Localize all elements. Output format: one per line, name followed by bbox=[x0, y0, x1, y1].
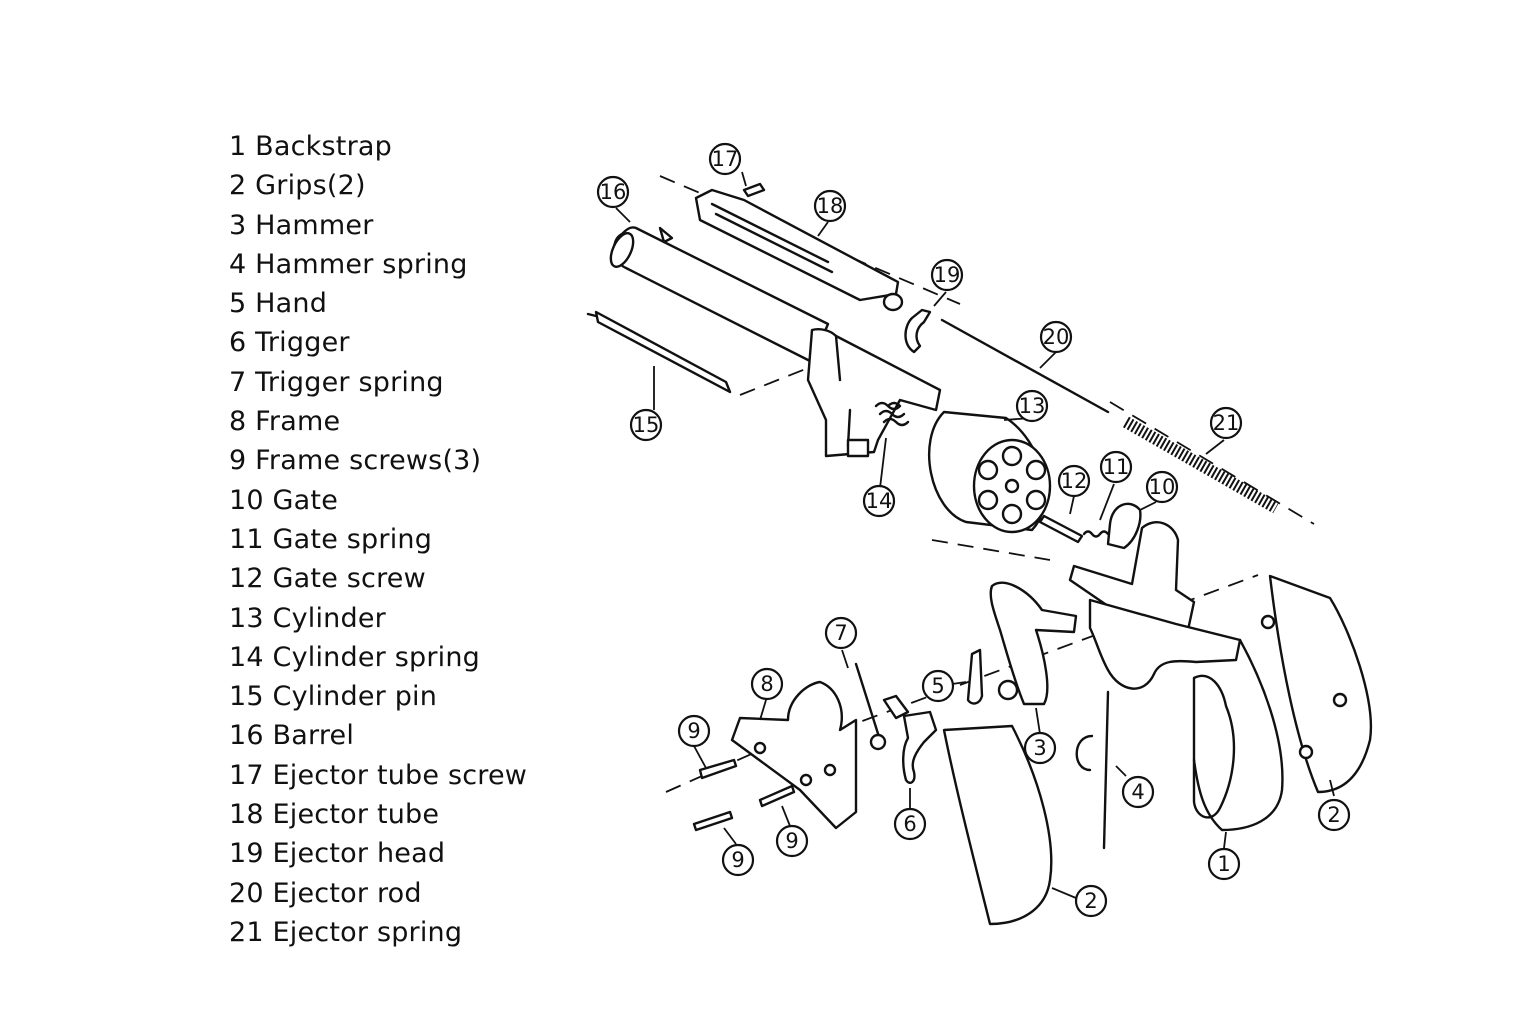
trigger-spring-part bbox=[854, 662, 887, 751]
legend-item-cylinder-pin: 15 Cylinder pin bbox=[229, 681, 438, 713]
frame-plate-part bbox=[730, 680, 858, 830]
callout-15: 15 bbox=[629, 408, 663, 442]
callout-leader-lines bbox=[615, 171, 1335, 899]
callout-10: 10 bbox=[1145, 470, 1179, 504]
svg-text:3: 3 bbox=[1033, 736, 1046, 760]
svg-text:10: 10 bbox=[1149, 475, 1176, 499]
callout-20: 20 bbox=[1039, 320, 1073, 354]
callout-19: 19 bbox=[930, 258, 964, 292]
legend-item-ejector-tube-screw: 17 Ejector tube screw bbox=[229, 759, 528, 791]
backstrap-part bbox=[1192, 638, 1284, 832]
right-grip-part bbox=[1260, 574, 1373, 794]
legend-item-hammer-spring: 4 Hammer spring bbox=[229, 248, 468, 280]
svg-text:11: 11 bbox=[1103, 455, 1130, 479]
frame-rear-part bbox=[1068, 521, 1242, 819]
callout-11: 11 bbox=[1099, 450, 1133, 484]
gate-screw-part bbox=[1038, 514, 1110, 544]
svg-text:9: 9 bbox=[687, 719, 700, 743]
callout-5: 5 bbox=[921, 669, 955, 703]
legend-item-ejector-tube: 18 Ejector tube bbox=[229, 799, 440, 831]
legend-item-ejector-spring: 21 Ejector spring bbox=[229, 916, 463, 948]
legend-item-ejector-head: 19 Ejector head bbox=[229, 838, 446, 870]
callout-3: 3 bbox=[1023, 731, 1057, 765]
legend-item-frame-screws: 9 Frame screws(3) bbox=[229, 445, 482, 477]
svg-text:17: 17 bbox=[712, 147, 739, 171]
callout-8: 8 bbox=[750, 667, 784, 701]
trigger-part bbox=[882, 694, 938, 784]
callout-9-upper: 9 bbox=[677, 714, 711, 748]
callout-9-middle: 9 bbox=[775, 824, 809, 858]
parts-legend: 1 Backstrap 2 Grips(2) 3 Hammer 4 Hammer… bbox=[229, 127, 527, 952]
svg-text:6: 6 bbox=[903, 812, 916, 836]
legend-item-cylinder-spring: 14 Cylinder spring bbox=[229, 641, 480, 673]
callout-9-lower: 9 bbox=[721, 843, 755, 877]
frame-screws-part bbox=[692, 758, 796, 832]
svg-text:13: 13 bbox=[1019, 394, 1046, 418]
hammer-part bbox=[989, 581, 1078, 706]
svg-text:19: 19 bbox=[934, 263, 961, 287]
legend-item-gate-screw: 12 Gate screw bbox=[229, 563, 426, 595]
svg-text:12: 12 bbox=[1061, 469, 1088, 493]
legend-item-backstrap: 1 Backstrap bbox=[229, 131, 392, 162]
callout-13: 13 bbox=[1015, 389, 1049, 423]
cylinder-pin-part bbox=[586, 310, 732, 394]
svg-text:20: 20 bbox=[1043, 325, 1070, 349]
ejector-tube-screw-part bbox=[742, 182, 766, 198]
svg-text:2: 2 bbox=[1084, 889, 1097, 913]
legend-item-trigger: 6 Trigger bbox=[229, 327, 350, 359]
svg-text:8: 8 bbox=[760, 672, 773, 696]
legend-item-cylinder: 13 Cylinder bbox=[229, 602, 386, 634]
legend-item-frame: 8 Frame bbox=[229, 406, 341, 438]
legend-item-gate: 10 Gate bbox=[229, 484, 339, 516]
hammer-spring-part bbox=[1075, 690, 1110, 850]
cylinder-part bbox=[927, 410, 1052, 534]
callout-12: 12 bbox=[1057, 464, 1091, 498]
svg-text:18: 18 bbox=[817, 194, 844, 218]
legend-item-ejector-rod: 20 Ejector rod bbox=[229, 877, 422, 909]
svg-text:4: 4 bbox=[1131, 780, 1144, 804]
hand-part bbox=[966, 648, 984, 705]
svg-text:7: 7 bbox=[834, 621, 847, 645]
legend-item-barrel: 16 Barrel bbox=[229, 720, 355, 752]
callout-6: 6 bbox=[893, 807, 927, 841]
callout-2-left: 2 bbox=[1074, 884, 1108, 918]
svg-text:5: 5 bbox=[931, 674, 944, 698]
ejector-tube-part bbox=[694, 188, 904, 312]
svg-text:9: 9 bbox=[731, 848, 744, 872]
ejector-spring-part bbox=[1123, 416, 1279, 514]
callout-1: 1 bbox=[1207, 847, 1241, 881]
svg-text:1: 1 bbox=[1217, 852, 1230, 876]
callout-16: 16 bbox=[596, 175, 630, 209]
callout-17: 17 bbox=[708, 142, 742, 176]
gate-part bbox=[1106, 502, 1142, 550]
legend-item-gate-spring: 11 Gate spring bbox=[229, 523, 433, 555]
callout-18: 18 bbox=[813, 189, 847, 223]
callout-2-right: 2 bbox=[1317, 798, 1351, 832]
callout-4: 4 bbox=[1121, 775, 1155, 809]
svg-text:15: 15 bbox=[633, 413, 660, 437]
callout-14: 14 bbox=[862, 484, 896, 518]
ejector-rod-part bbox=[940, 318, 1110, 414]
main-frame-part bbox=[806, 328, 942, 458]
left-grip-part bbox=[942, 724, 1053, 926]
callout-7: 7 bbox=[824, 616, 858, 650]
callout-21: 21 bbox=[1209, 406, 1243, 440]
legend-item-trigger-spring: 7 Trigger spring bbox=[229, 366, 444, 398]
svg-text:2: 2 bbox=[1327, 803, 1340, 827]
svg-text:14: 14 bbox=[866, 489, 893, 513]
cylinder-spring-part bbox=[874, 401, 910, 427]
ejector-head-part bbox=[904, 308, 932, 354]
svg-text:21: 21 bbox=[1213, 411, 1240, 435]
svg-text:16: 16 bbox=[600, 180, 627, 204]
legend-item-hammer: 3 Hammer bbox=[229, 209, 374, 241]
svg-text:9: 9 bbox=[785, 829, 798, 853]
legend-item-grips: 2 Grips(2) bbox=[229, 170, 366, 202]
legend-item-hand: 5 Hand bbox=[229, 288, 328, 320]
